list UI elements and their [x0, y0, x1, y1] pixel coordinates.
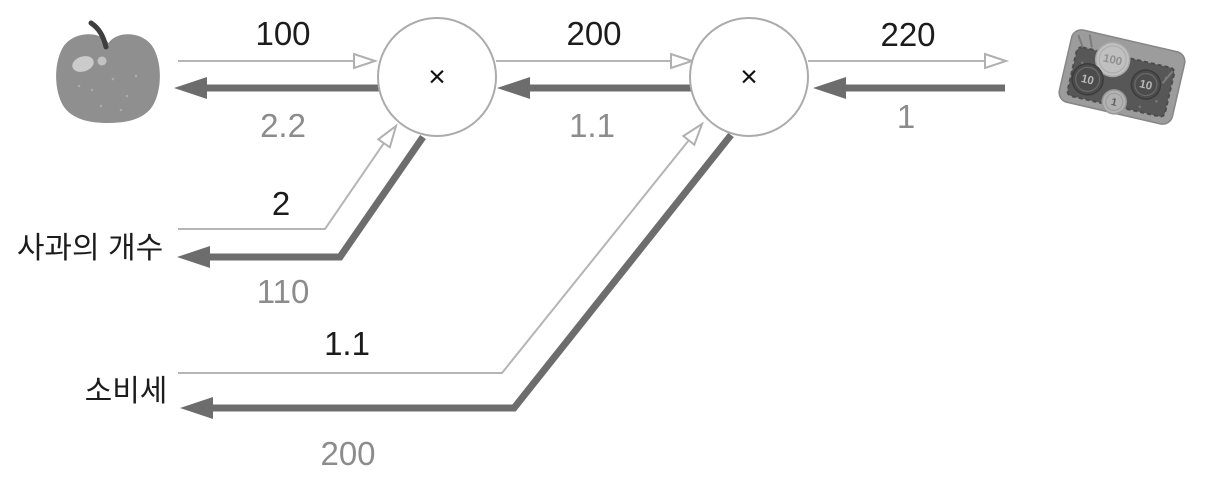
coin-1-label: 1	[1110, 96, 1119, 109]
backward-value-mul1-apple: 2.2	[260, 107, 306, 144]
forward-value-mul2-money: 220	[880, 16, 935, 53]
open-arrowhead-icon	[670, 52, 696, 70]
tax-label: 소비세	[85, 375, 168, 408]
node-mul-2: ×	[689, 17, 809, 137]
coin-100-label: 100	[1102, 52, 1123, 68]
multiply-op-icon: ×	[740, 61, 758, 94]
coin-10-right: 10	[1130, 69, 1162, 100]
money-tray-icon: 100 10 10 1	[1058, 29, 1186, 125]
shine-mark	[1161, 70, 1174, 84]
forward-value-apple-mul1: 100	[255, 15, 310, 52]
shine-mark	[1088, 34, 1093, 48]
open-arrowhead-icon	[984, 52, 1010, 70]
filled-arrowhead-icon	[177, 246, 210, 268]
coin-1: 1	[1101, 89, 1127, 115]
filled-arrowhead-icon	[180, 397, 213, 419]
backward-arrow-mul2-tax	[180, 132, 734, 419]
forward-value-mul1-mul2: 200	[566, 15, 621, 52]
shine-mark	[1077, 34, 1084, 48]
backward-value-money-mul2: 1	[897, 98, 915, 135]
node-mul-1: ×	[377, 17, 497, 137]
forward-arrow-tax-mul2	[178, 121, 704, 374]
open-arrowhead-icon	[681, 121, 704, 147]
forward-value-count-mul1: 2	[272, 185, 290, 222]
coin-10-label: 10	[1080, 73, 1095, 88]
forward-arrow-apple-mul1	[178, 52, 379, 70]
filled-arrowhead-icon	[174, 77, 207, 99]
apple-count-label: 사과의 개수	[17, 232, 163, 265]
open-arrowhead-icon	[353, 52, 379, 70]
backward-arrow-mul1-count	[177, 135, 426, 268]
backward-value-mul2-mul1: 1.1	[569, 107, 615, 144]
coin-100: 100	[1094, 41, 1131, 78]
coin-10-left: 10	[1071, 63, 1104, 96]
forward-arrow-count-mul1	[178, 123, 398, 230]
forward-arrow-mul1-mul2	[496, 52, 696, 70]
backward-value-mul1-count: 110	[257, 273, 310, 310]
coin-10-label: 10	[1138, 78, 1153, 93]
open-arrowhead-icon	[376, 123, 398, 149]
multiply-op-icon: ×	[428, 61, 446, 94]
backward-arrow-mul1-apple	[174, 77, 379, 99]
forward-arrow-mul2-money	[808, 52, 1010, 70]
backward-arrow-money-mul2	[813, 77, 1005, 99]
filled-arrowhead-icon	[497, 77, 530, 99]
backward-value-mul2-tax: 200	[320, 435, 375, 472]
filled-arrowhead-icon	[813, 77, 846, 99]
forward-value-tax-mul2: 1.1	[324, 325, 370, 362]
apple-icon	[56, 20, 160, 123]
